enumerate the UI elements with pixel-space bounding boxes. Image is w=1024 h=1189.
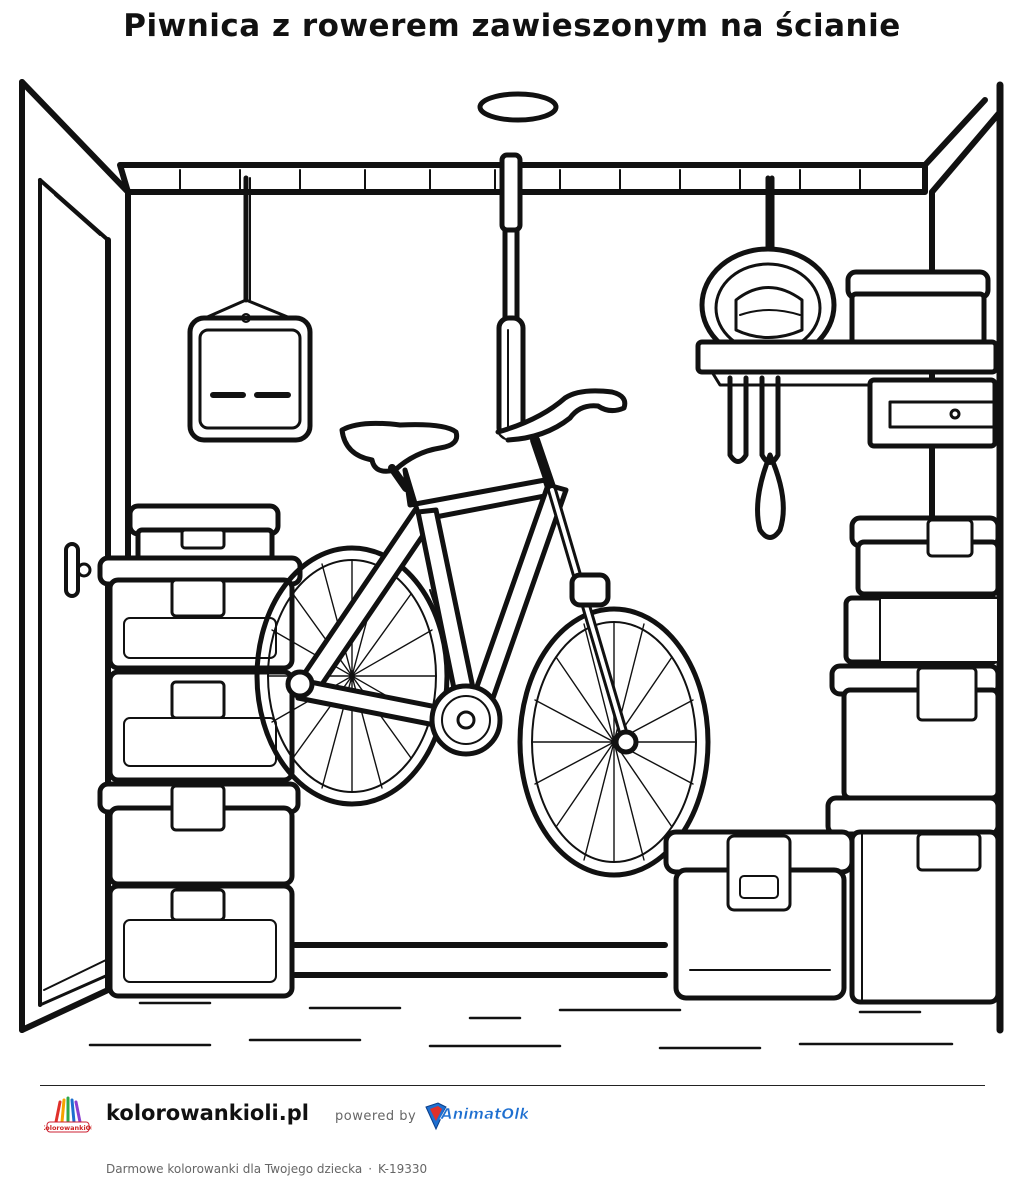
right-wall-items	[695, 175, 999, 540]
door-handle-icon	[64, 542, 80, 598]
tagline-separator: ·	[368, 1162, 373, 1176]
bike-hanger	[496, 152, 526, 441]
coloring-page-illustration	[0, 60, 1024, 1060]
page-title: Piwnica z rowerem zawieszonym na ścianie	[123, 8, 901, 44]
wall-shelf	[695, 339, 999, 375]
svg-text:KolorowankiOli: KolorowankiOli	[44, 1124, 92, 1132]
footer-divider	[40, 1085, 985, 1086]
right-box-stack	[825, 515, 1001, 1005]
bicycle	[254, 388, 711, 878]
floor-lines	[88, 1001, 954, 1050]
site-logo-icon[interactable]: KolorowankiOli	[40, 1094, 96, 1142]
rear-wheel	[254, 545, 450, 807]
bike-frame	[295, 435, 631, 747]
floor-box	[663, 829, 855, 1001]
svg-text:AnimatOlka: AnimatOlka	[440, 1105, 528, 1123]
page-code: K-19330	[378, 1162, 428, 1176]
powered-by-label: powered by	[335, 1109, 417, 1124]
left-box-stack	[97, 503, 303, 999]
site-name-link[interactable]: kolorowankioli.pl	[106, 1101, 309, 1125]
ceiling-light-icon	[477, 91, 559, 123]
tagline-text: Darmowe kolorowanki dla Twojego dziecka	[106, 1162, 363, 1176]
bike-seat	[339, 420, 460, 474]
footer-tagline: Darmowe kolorowanki dla Twojego dziecka ·…	[106, 1162, 427, 1176]
bike-handlebar	[495, 388, 628, 443]
partner-logo-icon[interactable]: AnimatOlka	[424, 1099, 540, 1137]
hanging-board	[187, 175, 313, 443]
